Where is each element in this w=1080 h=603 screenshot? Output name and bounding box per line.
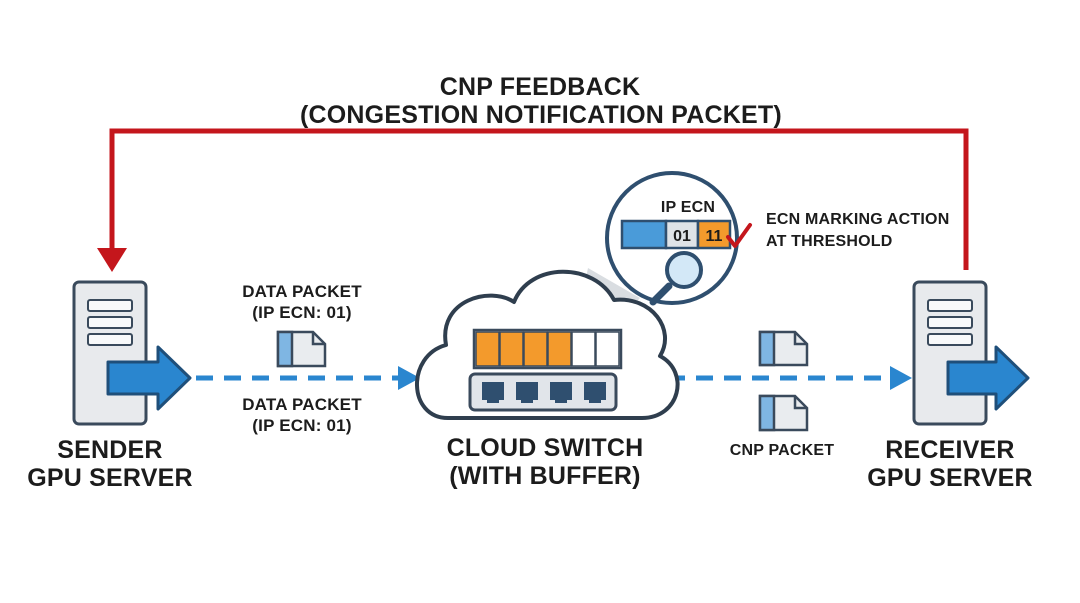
receiver-label-line1: RECEIVER xyxy=(885,436,1015,464)
send-arrow-icon xyxy=(106,345,192,411)
buffer-slot-empty xyxy=(571,331,596,367)
ecn-value-before: 01 xyxy=(673,228,691,245)
ecn-field-bar xyxy=(620,219,668,250)
sender-label-line1: SENDER xyxy=(57,436,163,464)
arrow-right-icon xyxy=(890,366,912,390)
ethernet-port-icon xyxy=(584,382,606,403)
receiver-server-icon xyxy=(912,280,1030,426)
ethernet-port-icon xyxy=(550,382,572,403)
data-packet-bottom-label-line1: DATA PACKET xyxy=(242,395,362,414)
feedback-arrowhead-icon xyxy=(97,248,127,272)
sender-server-icon xyxy=(72,280,192,426)
ecn-action-line1: ECN MARKING ACTION xyxy=(766,211,950,228)
cloud-switch-icon xyxy=(415,269,680,420)
ethernet-port-icon xyxy=(516,382,538,403)
cnp-packet-label: CNP PACKET xyxy=(729,442,835,459)
buffer-slot-filled xyxy=(475,331,500,367)
ecn-action-line2: AT THRESHOLD xyxy=(766,233,893,250)
switch-label-line2: (WITH BUFFER) xyxy=(449,462,641,490)
ecn-value-after: 11 xyxy=(706,228,723,245)
port-panel xyxy=(468,372,618,412)
receive-arrow-icon xyxy=(946,345,1030,411)
ecn-field-after xyxy=(696,219,732,250)
receiver-label-line2: GPU SERVER xyxy=(867,464,1033,492)
buffer-slot-empty xyxy=(595,331,620,367)
cnp-packet-upper-icon xyxy=(758,330,809,367)
data-packet-top-label-line1: DATA PACKET xyxy=(242,282,362,301)
cnp-packet-lower-icon xyxy=(758,394,809,432)
feedback-title: CNP FEEDBACK xyxy=(439,73,641,101)
checkmark-icon xyxy=(726,223,752,248)
data-packet-top-icon xyxy=(276,330,327,368)
buffer-slot-filled xyxy=(523,331,548,367)
buffer-slot-filled xyxy=(547,331,572,367)
arrow-right-icon xyxy=(398,366,420,390)
data-packet-top-label-line2: (IP ECN: 01) xyxy=(252,303,352,322)
feedback-subtitle: (CONGESTION NOTIFICATION PACKET) xyxy=(300,101,782,129)
data-packet-bottom-label-line2: (IP ECN: 01) xyxy=(252,416,352,435)
switch-label-line1: CLOUD SWITCH xyxy=(446,434,644,462)
ecn-zoom-circle: 01 11 xyxy=(605,171,752,306)
magnifier-icon xyxy=(649,251,703,306)
buffer-slot-filled xyxy=(499,331,524,367)
cnp-feedback-loop xyxy=(97,128,969,272)
ecn-zoom-title: IP ECN xyxy=(660,199,716,216)
switch-buffer xyxy=(472,328,623,370)
ethernet-port-icon xyxy=(482,382,504,403)
sender-label-line2: GPU SERVER xyxy=(27,464,193,492)
